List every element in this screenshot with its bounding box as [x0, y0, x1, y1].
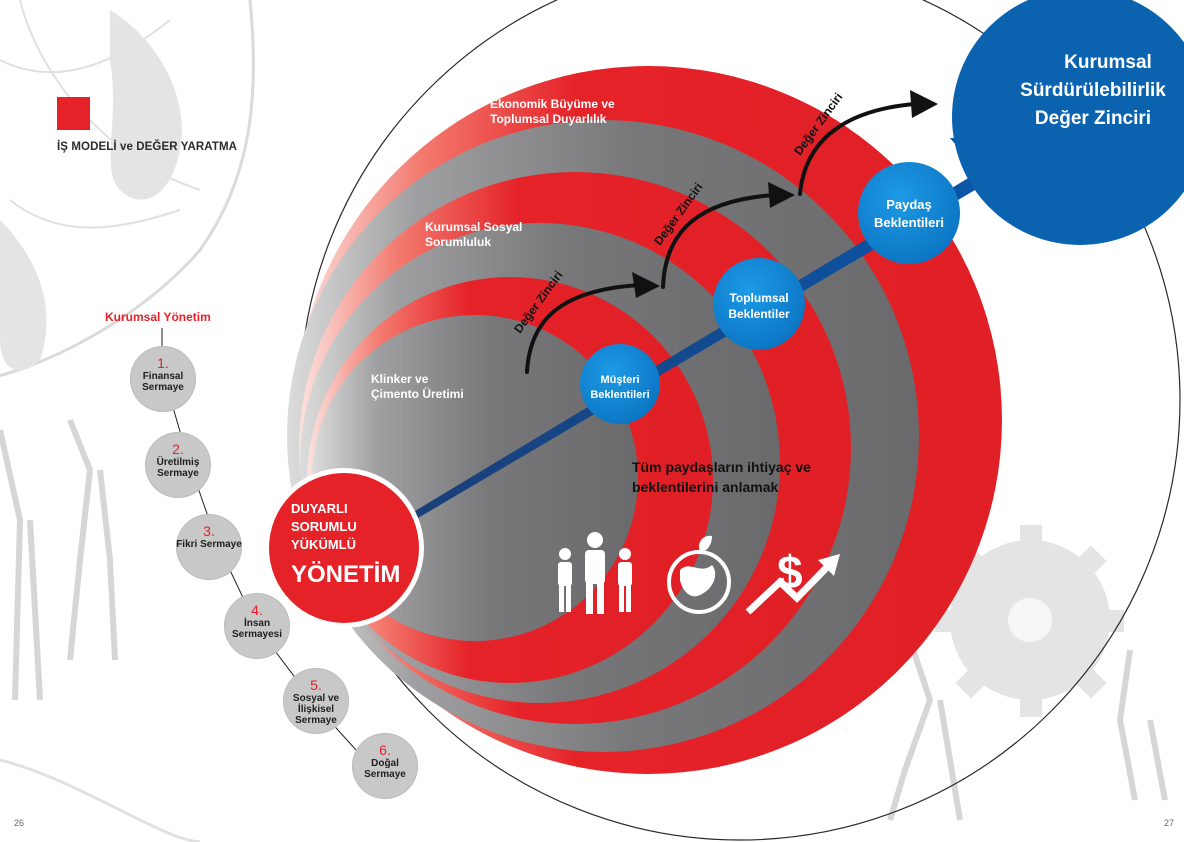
core-line-1: DUYARLI — [291, 501, 348, 516]
core-line-3: YÜKÜMLÜ — [291, 537, 356, 552]
goal-line-2: Sürdürülebilirlik — [1020, 80, 1166, 101]
section-marker-square — [57, 97, 90, 130]
core-management-circle: DUYARLI SORUMLU YÜKÜMLÜ YÖNETİM — [264, 468, 424, 628]
core-line-2: SORUMLU — [291, 519, 357, 534]
capital-intellectual: 3. Fikri Sermaye — [176, 514, 242, 580]
customer-expectations-bubble: Müşteri Beklentileri — [580, 344, 660, 424]
ring-inner-label: Klinker ve Çimento Üretimi — [371, 372, 464, 401]
goal-bubble: Kurumsal Sürdürülebilirlik Değer Zinciri — [952, 0, 1184, 245]
svg-text:Paydaş: Paydaş — [886, 197, 932, 212]
society-expectations-bubble: Toplumsal Beklentiler — [713, 258, 805, 350]
svg-text:Beklentileri: Beklentileri — [874, 215, 944, 230]
goal-line-3: Değer Zinciri — [1035, 108, 1151, 129]
svg-text:Beklentiler: Beklentiler — [728, 307, 790, 321]
goal-line-1: Kurumsal — [1064, 52, 1152, 73]
ring-middle-label: Kurumsal Sosyal Sorumluluk — [425, 220, 526, 249]
governance-title: Kurumsal Yönetim — [105, 310, 211, 324]
statement-line-1: Tüm paydaşların ihtiyaç ve — [632, 459, 811, 475]
capital-manufactured: 2. Üretilmiş Sermaye — [145, 432, 211, 498]
ring-outer-label: Ekonomik Büyüme ve Toplumsal Duyarlılık — [490, 97, 618, 126]
capital-social-relational: 5. Sosyal ve İlişkisel Sermaye — [283, 668, 349, 734]
svg-text:Toplumsal: Toplumsal — [729, 291, 788, 305]
globe-icon — [667, 535, 731, 614]
page-number-left: 26 — [14, 818, 25, 828]
core-line-4: YÖNETİM — [291, 561, 400, 588]
capital-human: 4. İnsan Sermayesi — [224, 593, 290, 659]
capital-financial: 1. Finansal Sermaye — [130, 346, 196, 412]
statement-line-2: beklentilerini anlamak — [632, 479, 778, 495]
svg-text:Müşteri: Müşteri — [600, 374, 639, 386]
capital-natural: 6. Doğal Sermaye — [352, 733, 418, 799]
dollar-growth-icon: $ — [745, 546, 840, 615]
background-globe-sketch — [0, 0, 255, 842]
page-number-right: 27 — [1164, 818, 1175, 828]
svg-text:Beklentileri: Beklentileri — [590, 389, 649, 401]
value-chain-arrows — [525, 90, 938, 374]
section-title: İŞ MODELİ ve DEĞER YARATMA — [57, 141, 238, 153]
stakeholder-expectations-bubble: Paydaş Beklentileri — [858, 162, 960, 264]
people-icon — [558, 532, 632, 614]
